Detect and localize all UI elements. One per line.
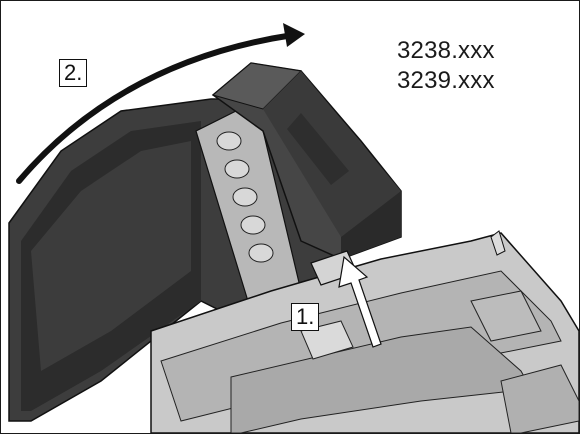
connector-block [211, 62, 402, 260]
model-number-primary: 3238.xxx [397, 37, 495, 64]
step-two-label: 2. [59, 59, 88, 87]
insertion-arrow [338, 255, 382, 348]
terminal-strip [195, 100, 302, 312]
model-number-secondary: 3239.xxx [397, 67, 495, 94]
rotation-arrow [16, 23, 305, 184]
front-cover [150, 230, 579, 433]
step-one-label: 1. [291, 303, 320, 331]
dark-housing [8, 98, 362, 422]
